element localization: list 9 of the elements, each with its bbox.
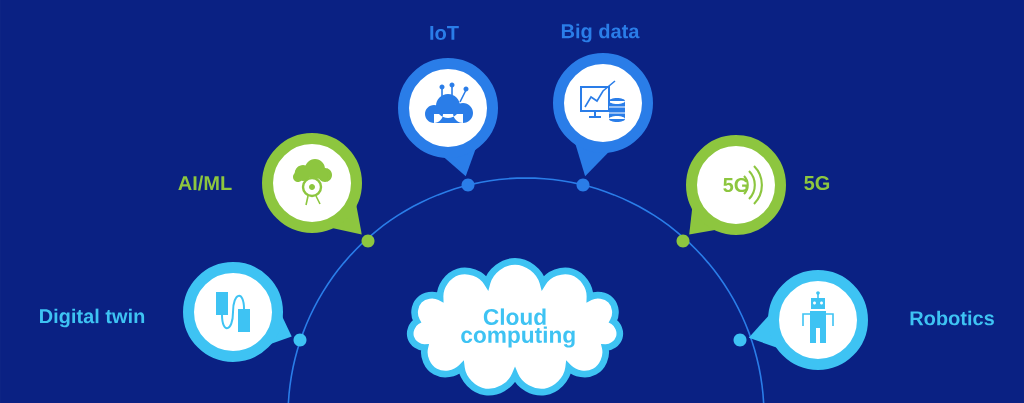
item-label: Digital twin — [40, 308, 145, 328]
speech-bubble — [748, 270, 868, 370]
speech-bubble — [553, 53, 653, 177]
item-label: Robotics — [910, 310, 994, 326]
item-label: 5G — [804, 175, 830, 191]
item-label: Big data — [561, 23, 640, 43]
item-label: AI/ML — [178, 175, 232, 191]
speech-bubble — [183, 262, 292, 362]
item-label: IoT — [430, 26, 459, 40]
